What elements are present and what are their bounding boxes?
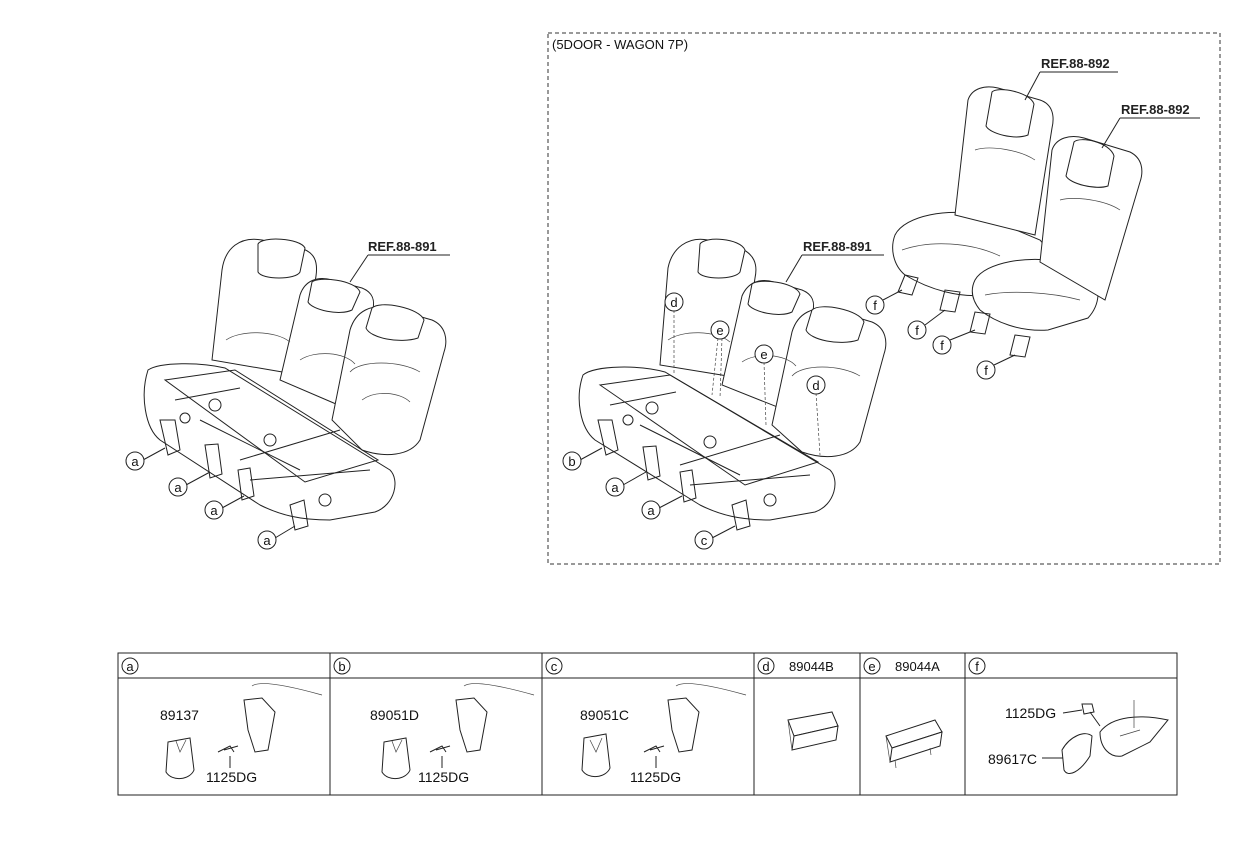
callout-letter: e <box>760 347 767 362</box>
legend-letter: d <box>762 659 769 674</box>
part-number: 1125DG <box>206 769 257 785</box>
callouts-left: a a a a <box>125 447 296 550</box>
callout-letter: a <box>131 454 139 469</box>
ref-label-third-b: REF.88-892 <box>1121 102 1190 117</box>
wagon-7p-group-border <box>547 32 1221 565</box>
callout-letter: b <box>568 454 575 469</box>
legend-letter: e <box>868 659 875 674</box>
callouts-third-row: f f f f <box>865 289 1016 380</box>
callout-letter: a <box>210 503 218 518</box>
callout-letter: a <box>611 480 619 495</box>
second-row-seat: REF.88-891 <box>578 238 887 531</box>
ref-label-second-row: REF.88-891 <box>803 239 872 254</box>
ref-label-left: REF.88-891 <box>368 239 437 254</box>
callout-letter: d <box>670 295 677 310</box>
part-number: 89051C <box>580 707 629 723</box>
part-number: 1125DG <box>1005 705 1056 721</box>
legend-table: a b c d e f 89044B 89044A 89137 1125DG 8… <box>117 652 1178 796</box>
callout-letter: c <box>701 533 708 548</box>
part-number: 89051D <box>370 707 419 723</box>
legend-letter: a <box>126 659 134 674</box>
part-number: 89617C <box>988 751 1037 767</box>
callout-letter: f <box>984 363 988 378</box>
left-seat-assembly: REF.88-891 <box>143 238 450 531</box>
group-label: (5DOOR - WAGON 7P) <box>552 37 688 52</box>
callout-letter: a <box>263 533 271 548</box>
callout-letter: d <box>812 378 819 393</box>
third-row-seats: REF.88-892 REF.88-892 <box>892 56 1200 358</box>
callout-letter: a <box>174 480 182 495</box>
callouts-right: d e e d b a a c <box>562 292 826 550</box>
callout-letter: f <box>873 298 877 313</box>
part-number: 1125DG <box>630 769 681 785</box>
callout-letter: f <box>940 338 944 353</box>
callout-letter: e <box>716 323 723 338</box>
callout-letter: a <box>647 503 655 518</box>
legend-letter: c <box>551 659 558 674</box>
legend-code-d: 89044B <box>789 659 834 674</box>
legend-letter: b <box>338 659 345 674</box>
callout-letter: f <box>915 323 919 338</box>
legend-letter: f <box>975 659 979 674</box>
part-number: 89137 <box>160 707 199 723</box>
ref-label-third-a: REF.88-892 <box>1041 56 1110 71</box>
legend-code-e: 89044A <box>895 659 940 674</box>
part-number: 1125DG <box>418 769 469 785</box>
